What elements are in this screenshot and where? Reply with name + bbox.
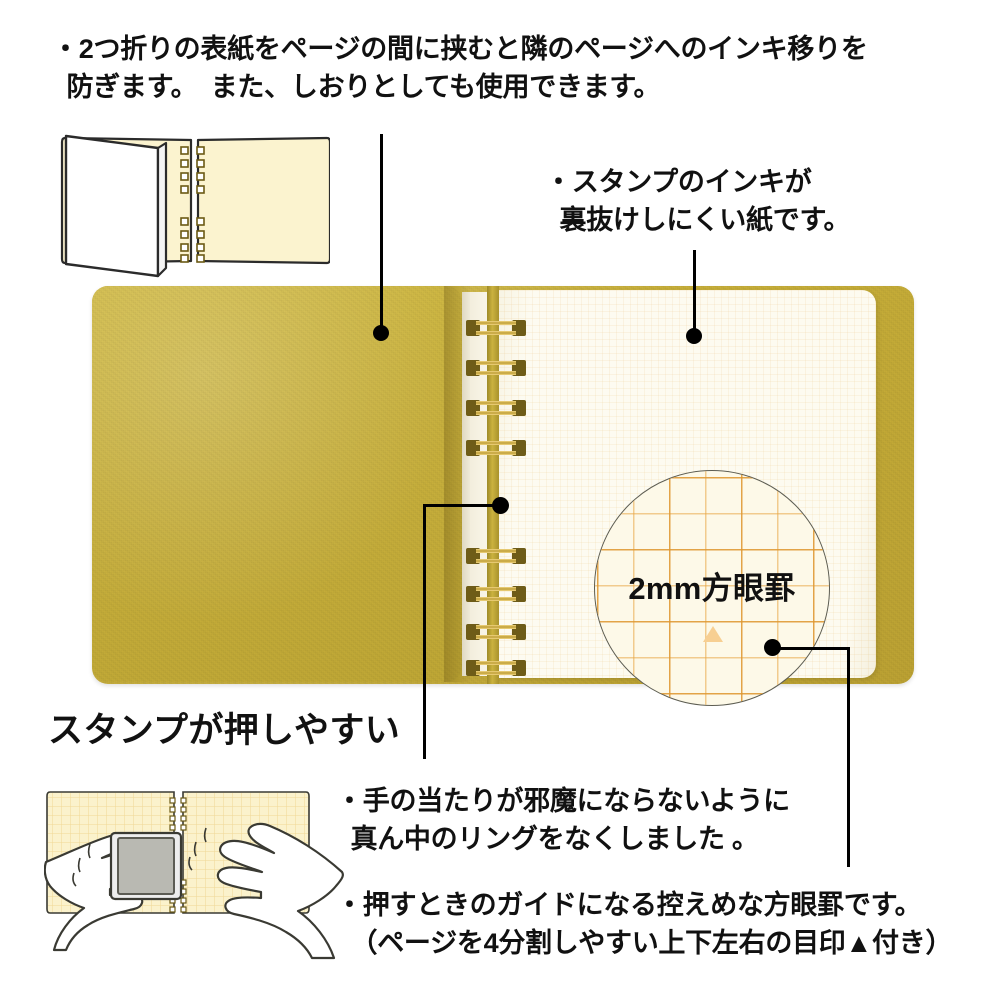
- callout-text-ink-bleed: ・スタンプのインキが 裏抜けしにくい紙です。: [545, 167, 851, 236]
- section-heading-easy-to-stamp: スタンプが押しやすい: [48, 711, 401, 750]
- ring-cluster-bottom: [466, 548, 526, 676]
- hand-crease-lines: [72, 827, 207, 887]
- hands-stamping-illustration: [43, 780, 344, 975]
- cover-texture-left: [92, 286, 462, 682]
- leader-line-center-ring-h: [423, 504, 501, 507]
- notebook-spine: [487, 286, 499, 684]
- notebook-front-cover-flap: [92, 286, 462, 682]
- cover-ill-ring-holes-bottom: [180, 217, 205, 263]
- magnifier-grid-detail: 2mm方眼罫: [594, 470, 830, 706]
- cover-ill-folded-front: [64, 134, 160, 278]
- leader-dot-cover-insert: [373, 325, 389, 341]
- right-hand: [216, 822, 344, 960]
- stamp-face: [117, 837, 175, 895]
- hands-ill-ring-holes-top: [169, 797, 187, 831]
- triangle-marker-icon: [703, 626, 723, 642]
- leader-line-center-ring-v: [423, 504, 426, 759]
- leader-line-grid-guide-h: [778, 647, 850, 650]
- cover-ill-ring-holes-top: [180, 146, 205, 194]
- cover-ill-right-page: [196, 136, 332, 265]
- leader-dot-center-ring: [492, 497, 509, 514]
- leader-line-cover-insert: [380, 134, 383, 332]
- callout-text-center-ring-removed: ・手の当たりが邪魔にならないように 真ん中のリングをなくしました 。: [336, 786, 790, 855]
- ring-cluster-top: [466, 320, 526, 456]
- folded-cover-illustration: [55, 128, 332, 283]
- magnifier-label: 2mm方眼罫: [628, 571, 796, 606]
- cover-ill-folded-back: [156, 141, 168, 278]
- leader-dot-grid-guide: [764, 639, 781, 656]
- ring-binding: [466, 320, 526, 676]
- leader-line-ink-bleed: [693, 250, 696, 336]
- magnified-grid-lines-bold: [595, 471, 829, 705]
- callout-text-grid-guide: ・押すときのガイドになる控えめな方眼罫です。 （ページを4分割しやすい上下左右の…: [336, 890, 953, 959]
- callout-text-cover-insert: ・2つ折りの表紙をページの間に挟むと隣のページへのインキ移りを 防ぎます。 また…: [52, 34, 868, 103]
- leader-dot-ink-bleed: [686, 328, 702, 344]
- cover-flap-shadow: [444, 286, 470, 682]
- leader-line-grid-guide-v: [847, 647, 850, 867]
